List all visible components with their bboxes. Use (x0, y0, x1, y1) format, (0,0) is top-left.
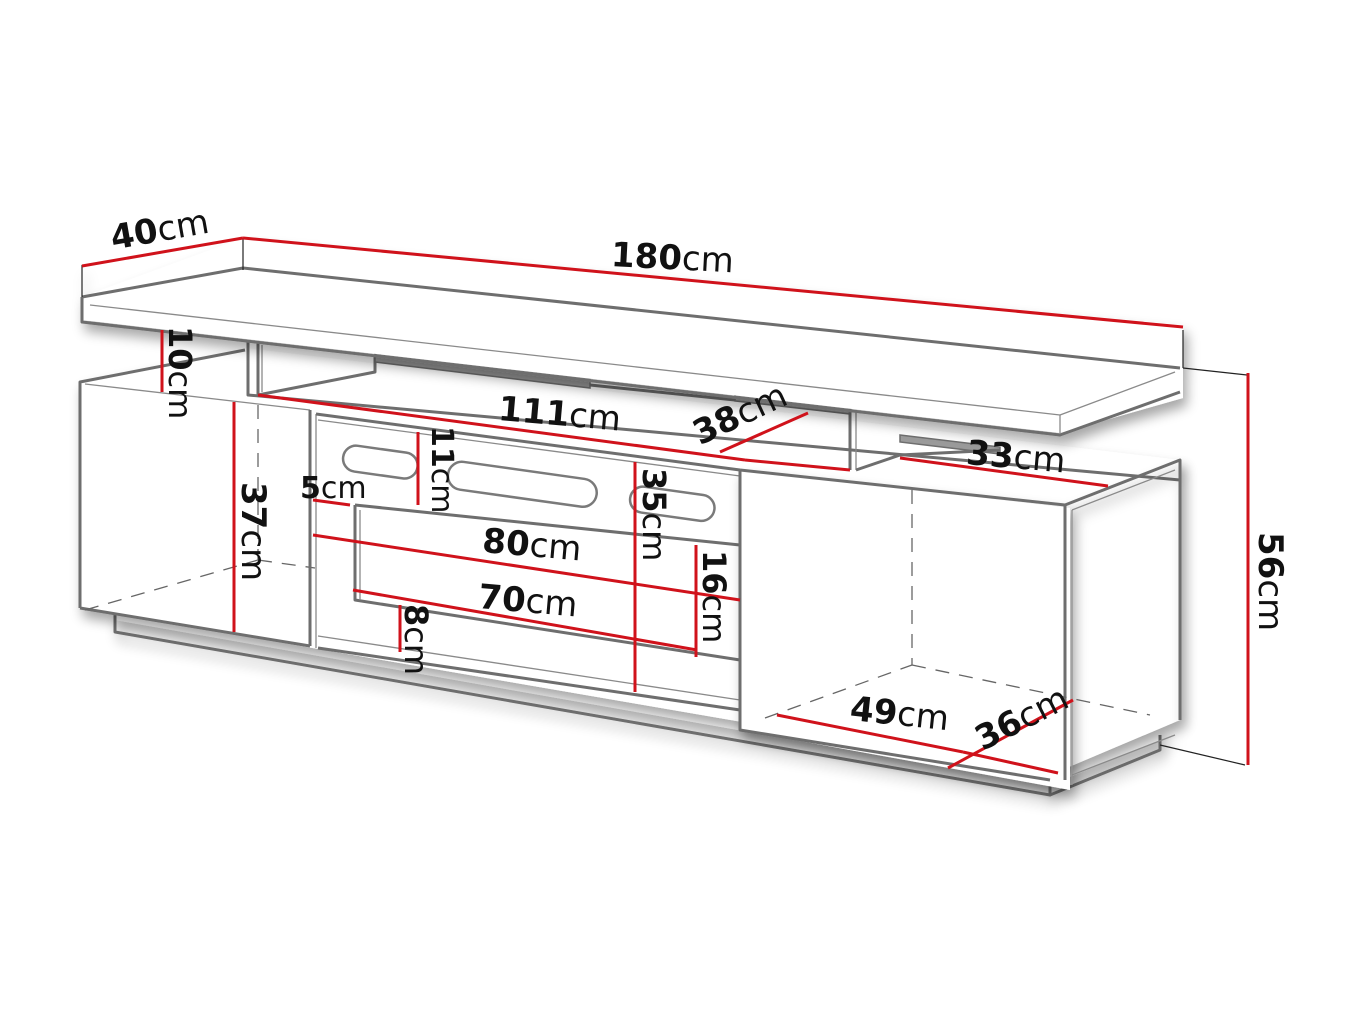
dim-label-flap-offset: 5cm (300, 471, 367, 506)
hidden-edge (257, 559, 316, 569)
hidden-edge (764, 664, 913, 719)
dim-label-gap-height: 10cm (161, 326, 199, 420)
dim-label-flap-width-outer: 80cm (480, 521, 584, 570)
dim-label-slot-height: 11cm (424, 426, 459, 514)
dim-label-center-height: 35cm (635, 468, 673, 562)
guide-line (1182, 367, 1248, 376)
right-cabinet (738, 458, 1182, 790)
dim-label-flap-height: 16cm (695, 550, 733, 644)
dim-label-middle-width: 111cm (496, 389, 623, 440)
dim-label-flap-bottom-offset: 8cm (397, 604, 435, 676)
dim-label-left-cabinet-height: 37cm (233, 482, 273, 582)
flap-door (353, 503, 741, 662)
base-plinth (113, 612, 1162, 797)
dim-label-flap-width-inner: 70cm (476, 577, 580, 626)
hidden-edge (911, 664, 1151, 716)
guide-line (1159, 744, 1246, 766)
dimension-lines (81, 236, 1250, 775)
led-strip (899, 434, 1001, 455)
dim-label-right-compartment-width: 49cm (848, 689, 951, 740)
dim-label-height-total: 56cm (1250, 532, 1290, 632)
top-board (80, 238, 1184, 437)
dim-label-right-shelf-depth: 33cm (964, 433, 1068, 482)
handle-slot (628, 485, 716, 523)
handle-slot (446, 460, 598, 509)
hidden-edge (84, 559, 259, 611)
dim-label-width-total: 180cm (610, 235, 735, 282)
